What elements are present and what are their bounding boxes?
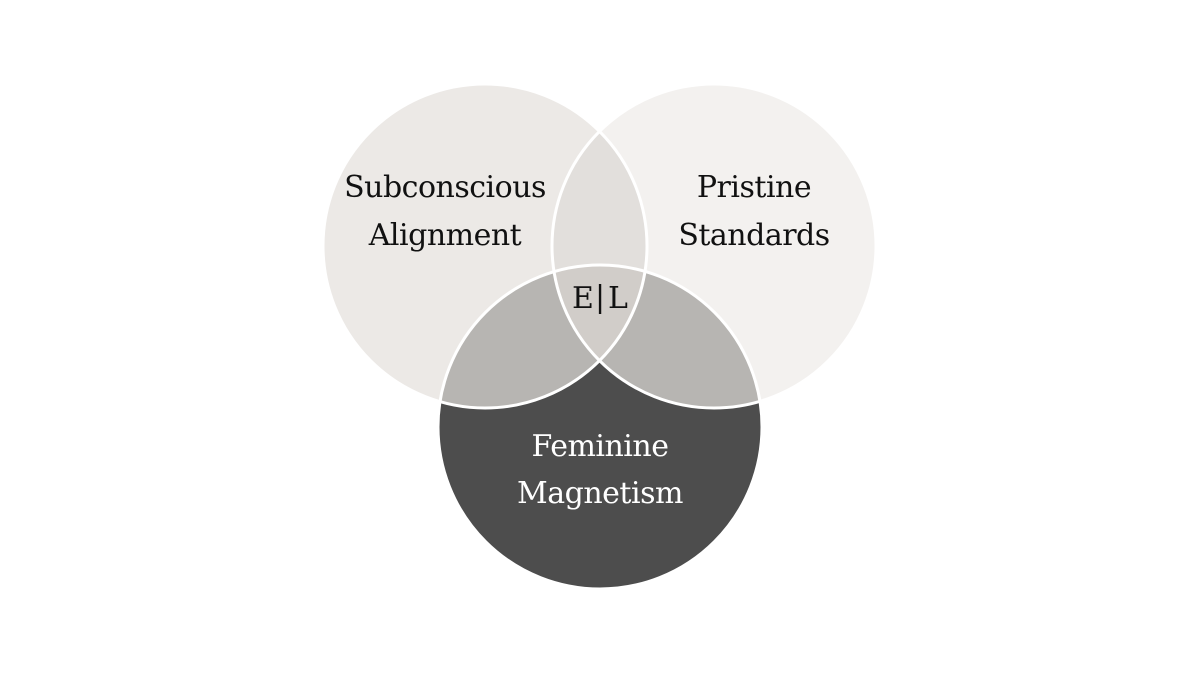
label-subconscious-line1: Subconscious <box>344 170 546 205</box>
outline-feminine <box>436 263 764 591</box>
label-pristine-line1: Pristine <box>697 170 811 205</box>
overlap-pristine-feminine <box>552 265 762 408</box>
center-logo-separator: | <box>595 280 605 315</box>
center-logo-left: E <box>572 281 594 316</box>
circle-outlines <box>321 82 878 591</box>
outline-pristine <box>550 82 878 410</box>
center-logo: E | L <box>572 280 628 316</box>
center-logo-right: L <box>608 281 628 316</box>
label-feminine-line2: Magnetism <box>517 476 683 511</box>
label-pristine-line2: Standards <box>678 218 829 253</box>
label-feminine-line1: Feminine <box>532 429 669 464</box>
overlap-subconscious-feminine <box>438 265 647 408</box>
outline-subconscious <box>321 82 649 410</box>
label-subconscious-line2: Alignment <box>368 218 522 253</box>
